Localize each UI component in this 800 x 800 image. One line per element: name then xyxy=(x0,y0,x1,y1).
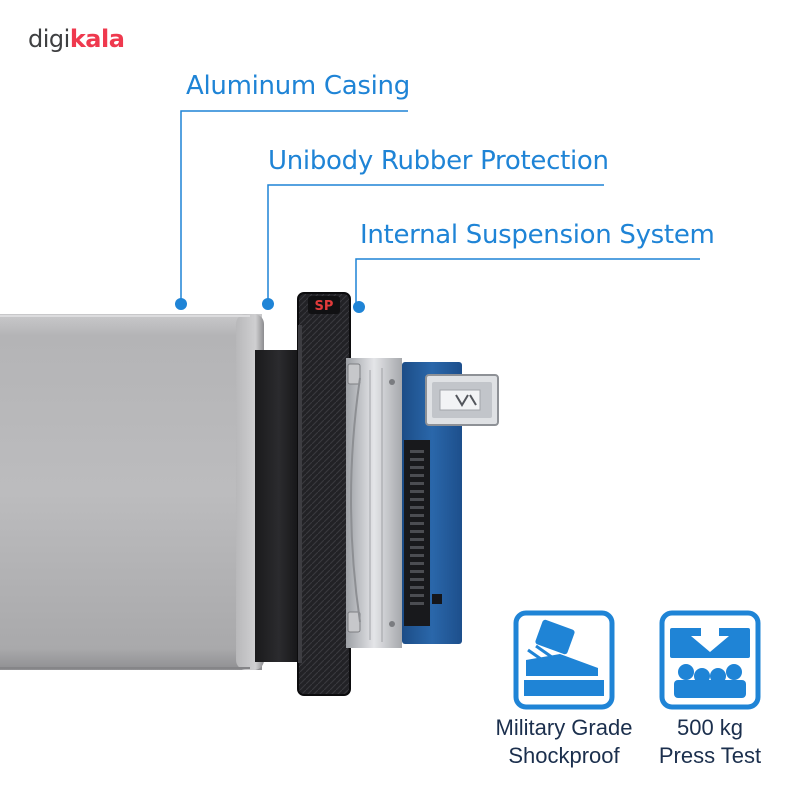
brand-mark: SP xyxy=(315,299,334,314)
aluminum-leader-line xyxy=(180,110,408,302)
press-test-icon xyxy=(670,620,750,698)
shockproof-label: Military Grade Shockproof xyxy=(488,714,640,770)
press-test-label-line2: Press Test xyxy=(658,743,762,768)
rubber-leader-line xyxy=(267,184,604,302)
shockproof-label-line2: Shockproof xyxy=(508,743,620,768)
callout-leader-lines xyxy=(180,110,700,305)
press-test-badge xyxy=(659,610,761,710)
press-test-label-line1: 500 kg xyxy=(676,715,744,740)
suspension-leader-line xyxy=(355,258,700,305)
shockproof-badge xyxy=(513,610,615,710)
callout-aluminum-casing: Aluminum Casing xyxy=(186,71,410,101)
aluminum-casing xyxy=(0,314,264,670)
rubber-sleeve xyxy=(255,292,351,696)
hard-drive xyxy=(346,358,402,648)
aluminum-dot xyxy=(175,298,187,310)
shockproof-label-line1: Military Grade xyxy=(495,715,633,740)
callout-rubber-protection: Unibody Rubber Protection xyxy=(268,146,609,176)
logo-text-digi: digi xyxy=(28,25,70,53)
shockproof-icon xyxy=(524,619,604,696)
pcb-board xyxy=(402,362,462,644)
callout-suspension-system: Internal Suspension System xyxy=(360,220,715,250)
rubber-dot xyxy=(262,298,274,310)
brand-mark-bg xyxy=(308,296,340,314)
callout-dots xyxy=(175,298,365,313)
press-test-label: 500 kg Press Test xyxy=(640,714,780,770)
logo-text-kala: kala xyxy=(69,25,125,53)
digikala-logo: digikala xyxy=(28,24,125,54)
suspension-dot xyxy=(353,301,365,313)
usb-port xyxy=(425,374,499,426)
